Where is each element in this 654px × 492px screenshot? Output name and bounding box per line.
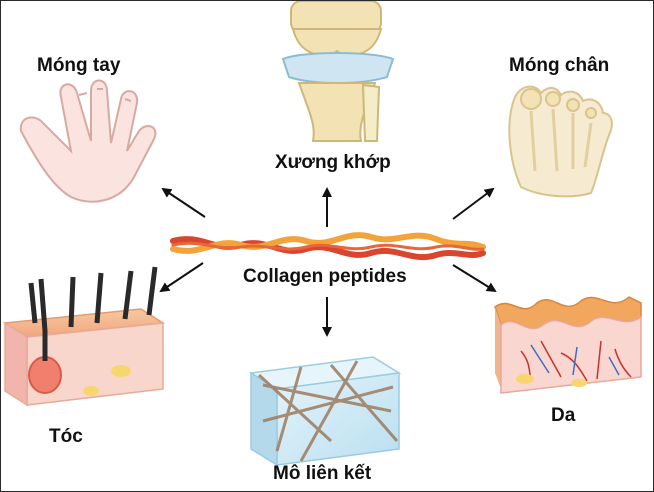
collagen-rope-image: [170, 232, 486, 261]
arrow-to-skin: [452, 264, 497, 293]
hand-image: [19, 79, 157, 203]
knee-joint-image: [281, 1, 395, 142]
connective-tissue-image: [248, 356, 402, 467]
label-center: Collagen peptides: [243, 266, 407, 287]
skin-image: [494, 296, 642, 394]
label-hair: Tóc: [49, 426, 83, 447]
label-connective-tissue: Mô liên kết: [273, 463, 372, 484]
label-bones-joints: Xương khớp: [275, 152, 391, 173]
arrow-to-hair: [159, 262, 204, 293]
label-fingernails: Móng tay: [37, 55, 121, 76]
foot-image: [508, 85, 613, 198]
arrows: [159, 187, 497, 337]
arrow-to-fingernails: [161, 187, 206, 218]
hair-follicle-image: [2, 266, 166, 407]
arrow-to-toenails: [452, 187, 495, 220]
label-toenails: Móng chân: [509, 55, 610, 76]
label-skin: Da: [551, 405, 576, 426]
